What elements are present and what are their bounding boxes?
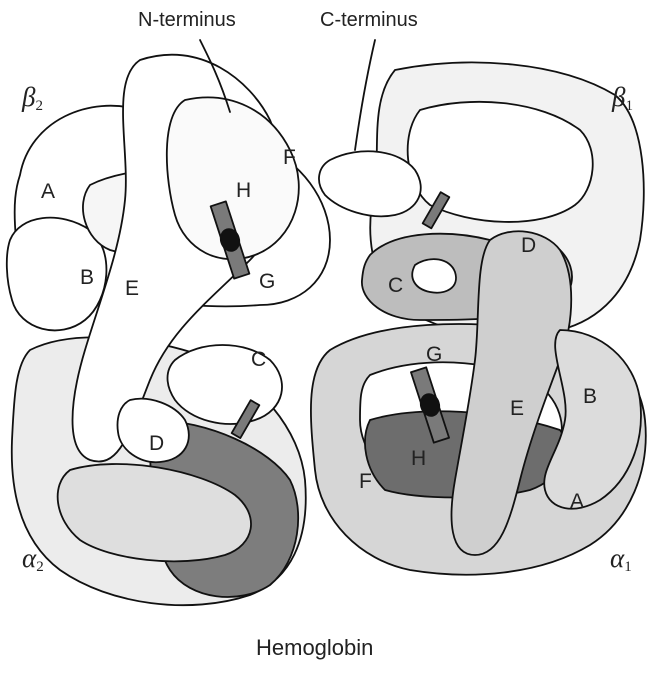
helix-label-alpha1-B: B — [583, 386, 597, 407]
subunit-label-beta1: β1 — [612, 84, 633, 114]
helix-label-beta2-F: F — [283, 147, 296, 168]
helix-label-beta2-E: E — [125, 278, 139, 299]
helix-label-alpha1-E: E — [510, 398, 524, 419]
helix-label-beta2-G: G — [259, 271, 275, 292]
helix-label-beta2-C: C — [251, 349, 266, 370]
helix-label-alpha1-A: A — [570, 491, 584, 512]
subunit-label-alpha1: α1 — [610, 545, 632, 575]
helix-label-alpha1-F: F — [359, 471, 372, 492]
subunit-label-alpha2: α2 — [22, 545, 44, 575]
n-terminus-label: N-terminus — [138, 10, 236, 30]
helix-label-beta2-D: D — [149, 433, 164, 454]
alpha1-c-hole — [412, 259, 456, 293]
c-terminus-band — [319, 151, 421, 216]
helix-label-alpha1-C: C — [388, 275, 403, 296]
helix-label-alpha1-G: G — [426, 344, 442, 365]
helix-label-beta2-A: A — [41, 181, 55, 202]
c-terminus-leader — [355, 40, 375, 150]
helix-label-beta2-H: H — [236, 180, 251, 201]
figure-caption: Hemoglobin — [256, 637, 373, 659]
c-terminus-label: C-terminus — [320, 10, 418, 30]
subunit-label-beta2: β2 — [22, 84, 43, 114]
helix-label-beta2-B: B — [80, 267, 94, 288]
helix-label-alpha1-H: H — [411, 448, 426, 469]
helix-label-alpha1-D: D — [521, 235, 536, 256]
